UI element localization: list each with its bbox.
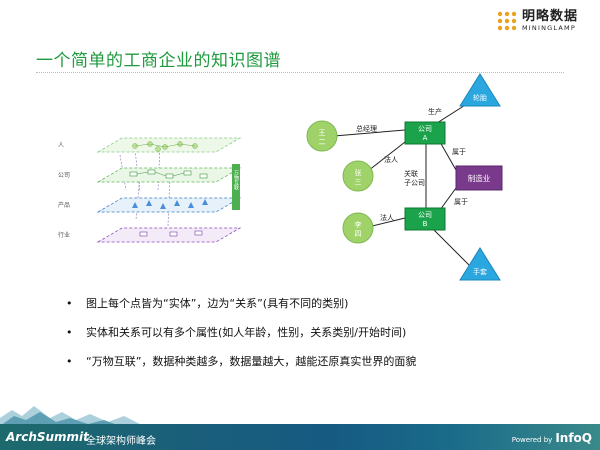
logo-english-text: MININGLAMP — [522, 24, 576, 33]
layer-person: 人 — [58, 137, 242, 153]
node-label-tire: 轮胎 — [473, 93, 487, 102]
edge-label-legal-a: 法人 — [384, 155, 398, 164]
bullet-list: •图上每个点皆为“实体”，边为“关系”(具有不同的类别) •实体和关系可以有多个… — [62, 296, 416, 383]
bullet-item: •实体和关系可以有多个属性(如人年龄，性别，关系类别/开始时间) — [66, 326, 407, 339]
layer-label-industry: 行业 — [58, 231, 70, 239]
edge-label-related: 关联 子公司 — [404, 169, 425, 187]
node-label-li: 李四 — [355, 220, 362, 238]
bullet-text: 实体和关系可以有多个属性(如人年龄，性别，关系类别/开始时间) — [86, 326, 407, 339]
footer-brand: ArchSummit — [6, 430, 89, 444]
footer-subtitle: 全球架构师峰会 — [86, 436, 156, 447]
mountain-icon — [0, 406, 140, 426]
edge-label-related-line-2: 子公司 — [404, 179, 425, 187]
logo-mark-icon — [497, 11, 517, 31]
brand-logo: 明略数据 MININGLAMP — [496, 10, 578, 32]
node-zhang[interactable]: 张三 — [342, 160, 374, 192]
layer-label-person: 人 — [58, 142, 64, 149]
node-label-wang: 王二 — [319, 129, 326, 146]
bullet-item: •“万物互联”，数据种类越多，数据量越大，越能还原真实世界的面貌 — [66, 355, 417, 368]
node-li[interactable]: 李四 — [342, 212, 374, 244]
edge-label-legal-b: 法人 — [380, 213, 394, 222]
side-box — [232, 164, 240, 210]
edge-b-glove — [431, 227, 471, 267]
layer-product: 产品 — [58, 197, 242, 213]
edge-wang-a — [333, 129, 406, 137]
node-glove[interactable]: 手套 — [459, 247, 501, 281]
node-label-zhang: 张三 — [355, 168, 362, 186]
edge-b-manufacturing — [439, 187, 457, 211]
edge-label-belong-b: 属于 — [454, 198, 468, 206]
node-label-glove: 手套 — [473, 267, 487, 276]
bullet-text: 图上每个点皆为“实体”，边为“关系”(具有不同的类别) — [86, 297, 349, 310]
edge-a-manufacturing — [439, 141, 457, 171]
footer-powered-by: Powered by InfoQ — [512, 431, 592, 445]
edge-label-gm: 总经理 — [356, 124, 377, 133]
footer-bar — [0, 424, 600, 450]
node-tire[interactable]: 轮胎 — [459, 73, 501, 107]
node-manufacturing[interactable]: 制造业 — [455, 165, 503, 191]
side-box-label: 万物互联 — [233, 170, 239, 191]
edge-label-belong-a: 属于 — [452, 148, 466, 156]
node-wang[interactable]: 王二 — [306, 120, 338, 152]
title-divider — [36, 72, 564, 73]
bullet-text: “万物互联”，数据种类越多，数据量越大，越能还原真实世界的面貌 — [86, 355, 417, 368]
logo-chinese-text: 明略数据 — [522, 9, 579, 25]
layer-label-product: 产品 — [58, 201, 70, 209]
layer-industry: 行业 — [58, 227, 242, 243]
edge-label-related-line: 关联 — [404, 169, 418, 178]
layer-label-company: 公司 — [58, 172, 70, 179]
layered-graph-diagram: 人 公司 产品 行业 万物互联 — [58, 137, 242, 243]
edge-label-produce: 生产 — [428, 107, 442, 116]
slide-title: 一个简单的工商企业的知识图谱 — [36, 51, 281, 71]
layer-company: 公司 — [58, 167, 242, 183]
bullet-item: •图上每个点皆为“实体”，边为“关系”(具有不同的类别) — [66, 297, 349, 310]
infoq-logo: InfoQ — [555, 431, 592, 445]
footer-powered-text: Powered by — [511, 436, 553, 444]
node-label-manufacturing: 制造业 — [468, 173, 491, 183]
